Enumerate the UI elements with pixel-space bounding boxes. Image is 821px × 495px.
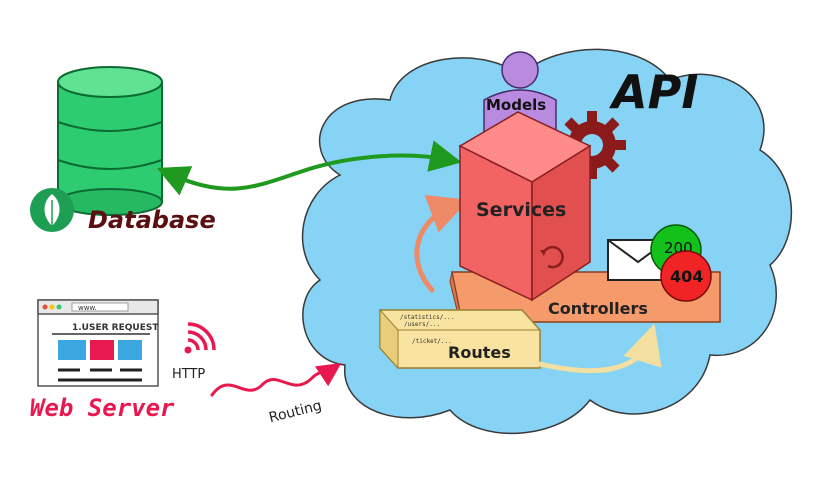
services-block — [458, 111, 592, 302]
browser-url: www. — [78, 304, 97, 312]
database-icon — [57, 66, 163, 216]
http-label: HTTP — [172, 367, 205, 382]
database-label: Database — [88, 206, 216, 234]
status-404-badge — [660, 250, 712, 302]
web-server-label: Web Server — [30, 394, 175, 422]
database-services-arrow — [156, 140, 462, 196]
routes-to-controllers-arrow — [537, 323, 662, 374]
refresh-icon — [540, 245, 564, 269]
leaf-icon — [30, 188, 74, 232]
wifi-signal-icon — [184, 322, 216, 354]
route-path-ticket: /ticket/... — [412, 338, 452, 345]
browser-content — [52, 333, 150, 382]
controllers-label: Controllers — [548, 299, 648, 318]
routing-arrow — [210, 363, 342, 397]
route-path-users: /users/... — [404, 321, 440, 328]
route-path-statistics: /statistics/... — [400, 314, 454, 321]
services-label: Services — [476, 199, 566, 221]
models-label: Models — [486, 96, 546, 114]
user-request-label: 1.USER REQUEST — [72, 323, 159, 333]
routes-block — [379, 308, 541, 370]
routes-to-services-arrow — [414, 195, 470, 293]
status-404-label: 404 — [670, 267, 703, 286]
routes-label: Routes — [448, 343, 511, 362]
api-title: API — [609, 65, 698, 119]
routing-label: Routing — [267, 398, 323, 427]
